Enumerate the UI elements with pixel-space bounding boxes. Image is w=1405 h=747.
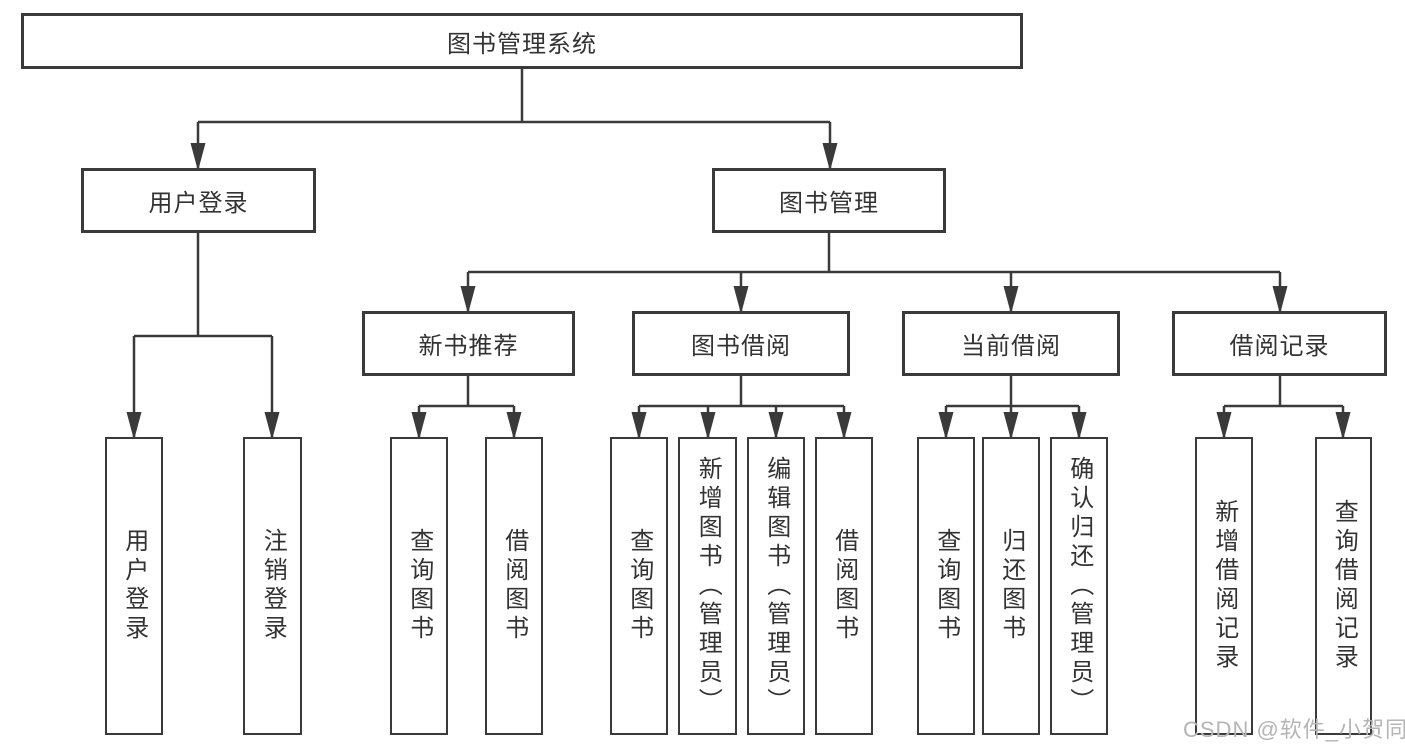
leaf-query-book-current: 查询图书 (917, 437, 975, 735)
node-book-management: 图书管理 (712, 168, 946, 233)
leaf-query-book-recommend: 查询图书 (390, 437, 448, 735)
node-user-login: 用户登录 (81, 168, 316, 233)
node-user-login-label: 用户登录 (148, 190, 249, 217)
node-new-book-recommend: 新书推荐 (362, 311, 575, 376)
leaf-query-borrow-record-label: 查询借阅记录 (1330, 499, 1358, 673)
leaf-borrow-book-recommend: 借阅图书 (485, 437, 543, 735)
node-root-label: 图书管理系统 (447, 30, 597, 58)
leaf-query-book-current-label: 查询图书 (932, 528, 960, 644)
leaf-return-book-label: 归还图书 (997, 528, 1025, 644)
node-new-book-recommend-label: 新书推荐 (418, 333, 519, 360)
leaf-add-book-admin: 新增图书（管理员） (678, 437, 737, 735)
leaf-user-login-label: 用户登录 (120, 528, 148, 644)
node-borrow-records: 借阅记录 (1172, 311, 1387, 376)
leaf-logout: 注销登录 (243, 437, 302, 735)
leaf-confirm-return-admin-label: 确认归还（管理员） (1065, 455, 1093, 717)
node-book-borrow-label: 图书借阅 (691, 333, 791, 360)
node-book-management-label: 图书管理 (779, 190, 879, 217)
leaf-add-book-admin-label: 新增图书（管理员） (694, 455, 722, 717)
leaf-edit-book-admin: 编辑图书（管理员） (747, 437, 805, 735)
csdn-watermark: CSDN @软件_小贺同学 (1183, 717, 1405, 742)
leaf-query-borrow-record: 查询借阅记录 (1315, 437, 1372, 735)
leaf-logout-label: 注销登录 (259, 528, 287, 644)
node-current-borrow: 当前借阅 (902, 311, 1120, 376)
leaf-borrow-book-label: 借阅图书 (830, 528, 858, 644)
node-borrow-records-label: 借阅记录 (1229, 333, 1330, 360)
leaf-query-book-borrow-label: 查询图书 (625, 528, 653, 644)
leaf-user-login: 用户登录 (105, 437, 163, 735)
leaf-borrow-book: 借阅图书 (815, 437, 873, 735)
leaf-confirm-return-admin: 确认归还（管理员） (1050, 437, 1108, 735)
leaf-add-borrow-record-label: 新增借阅记录 (1210, 499, 1238, 673)
leaf-edit-book-admin-label: 编辑图书（管理员） (762, 455, 790, 717)
leaf-borrow-book-recommend-label: 借阅图书 (500, 528, 528, 644)
node-current-borrow-label: 当前借阅 (961, 333, 1061, 360)
leaf-query-book-recommend-label: 查询图书 (405, 528, 433, 644)
leaf-add-borrow-record: 新增借阅记录 (1195, 437, 1253, 735)
node-book-borrow: 图书借阅 (632, 311, 850, 376)
node-root: 图书管理系统 (21, 13, 1023, 69)
leaf-query-book-borrow: 查询图书 (610, 437, 668, 735)
leaf-return-book: 归还图书 (982, 437, 1040, 735)
